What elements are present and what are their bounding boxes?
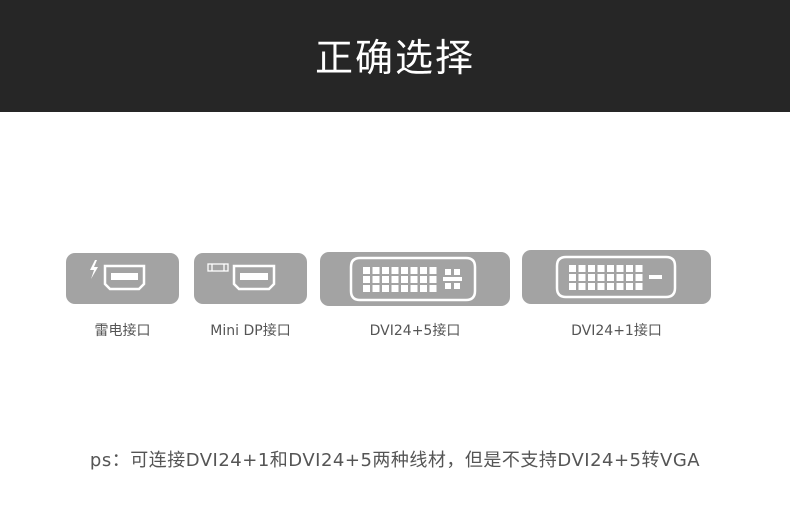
dvi-pin [372, 285, 380, 292]
compatibility-note: ps：可连接DVI24+1和DVI24+5两种线材，但是不支持DVI24+5转V… [89, 450, 701, 471]
dvi-pin [382, 276, 389, 283]
dvi-pin [410, 267, 418, 274]
dvi-pin [569, 283, 576, 290]
port-card-dvi-24-1 [522, 250, 711, 304]
dvi-pin [635, 283, 643, 290]
dvi-pin [597, 283, 605, 290]
port-label-dvi-24-1: DVI24+1接口 [571, 323, 662, 339]
dvi-pin [420, 276, 427, 283]
dvi-pin [578, 283, 586, 290]
dvi-pin [588, 274, 595, 281]
dvi-pin [420, 285, 427, 292]
dvi-pin [635, 274, 643, 281]
dvi-pin [429, 276, 437, 283]
dvi-pin [607, 283, 614, 290]
mini-displayport-icon [207, 263, 276, 291]
thunderbolt-port-icon [90, 260, 146, 291]
dvi-pin [420, 267, 427, 274]
port-card-mini-dp [194, 253, 307, 304]
dvi-pin [626, 283, 633, 290]
dvi-pin [616, 274, 624, 281]
port-label-dvi-24-5: DVI24+5接口 [369, 323, 461, 339]
dvi-pin [569, 265, 576, 272]
dvi-pin [372, 276, 380, 283]
dvi-pin [597, 265, 605, 272]
dvi-pin [607, 274, 614, 281]
dvi-pin [382, 267, 389, 274]
dvi-pin [391, 285, 399, 292]
dvi-pin [363, 285, 370, 292]
dvi-pin [429, 267, 437, 274]
dvi-24-5-port-icon [349, 256, 477, 302]
dvi-pin [382, 285, 389, 292]
dvi-pin [635, 265, 643, 272]
dvi-pin [401, 276, 408, 283]
dvi-pin [616, 283, 624, 290]
dvi-pin [429, 285, 437, 292]
port-card-thunderbolt [66, 253, 179, 304]
dvi-pin [588, 283, 595, 290]
dvi-pin [372, 267, 380, 274]
dvi-pin [410, 285, 418, 292]
dvi-pin [626, 265, 633, 272]
dvi-pin [391, 267, 399, 274]
dvi-pin [588, 265, 595, 272]
port-label-thunderbolt: 雷电接口 [94, 323, 151, 339]
dvi-pin [578, 265, 586, 272]
header-banner: 正确选择 [0, 0, 790, 112]
dvi-pin [569, 274, 576, 281]
dvi-pin [363, 276, 370, 283]
dvi-pin [401, 267, 408, 274]
dvi-pin [410, 276, 418, 283]
dvi-pin [578, 274, 586, 281]
port-card-dvi-24-5 [320, 252, 510, 306]
dvi-pin [607, 265, 614, 272]
dvi-pin [363, 267, 370, 274]
dvi-pin [597, 274, 605, 281]
dvi-24-1-port-icon [555, 255, 677, 299]
dvi-pin [391, 276, 399, 283]
dvi-pin [626, 274, 633, 281]
dvi-pin [616, 265, 624, 272]
page-title: 正确选择 [314, 35, 475, 80]
port-label-mini-dp: Mini DP接口 [210, 323, 291, 339]
dvi-pin [401, 285, 408, 292]
